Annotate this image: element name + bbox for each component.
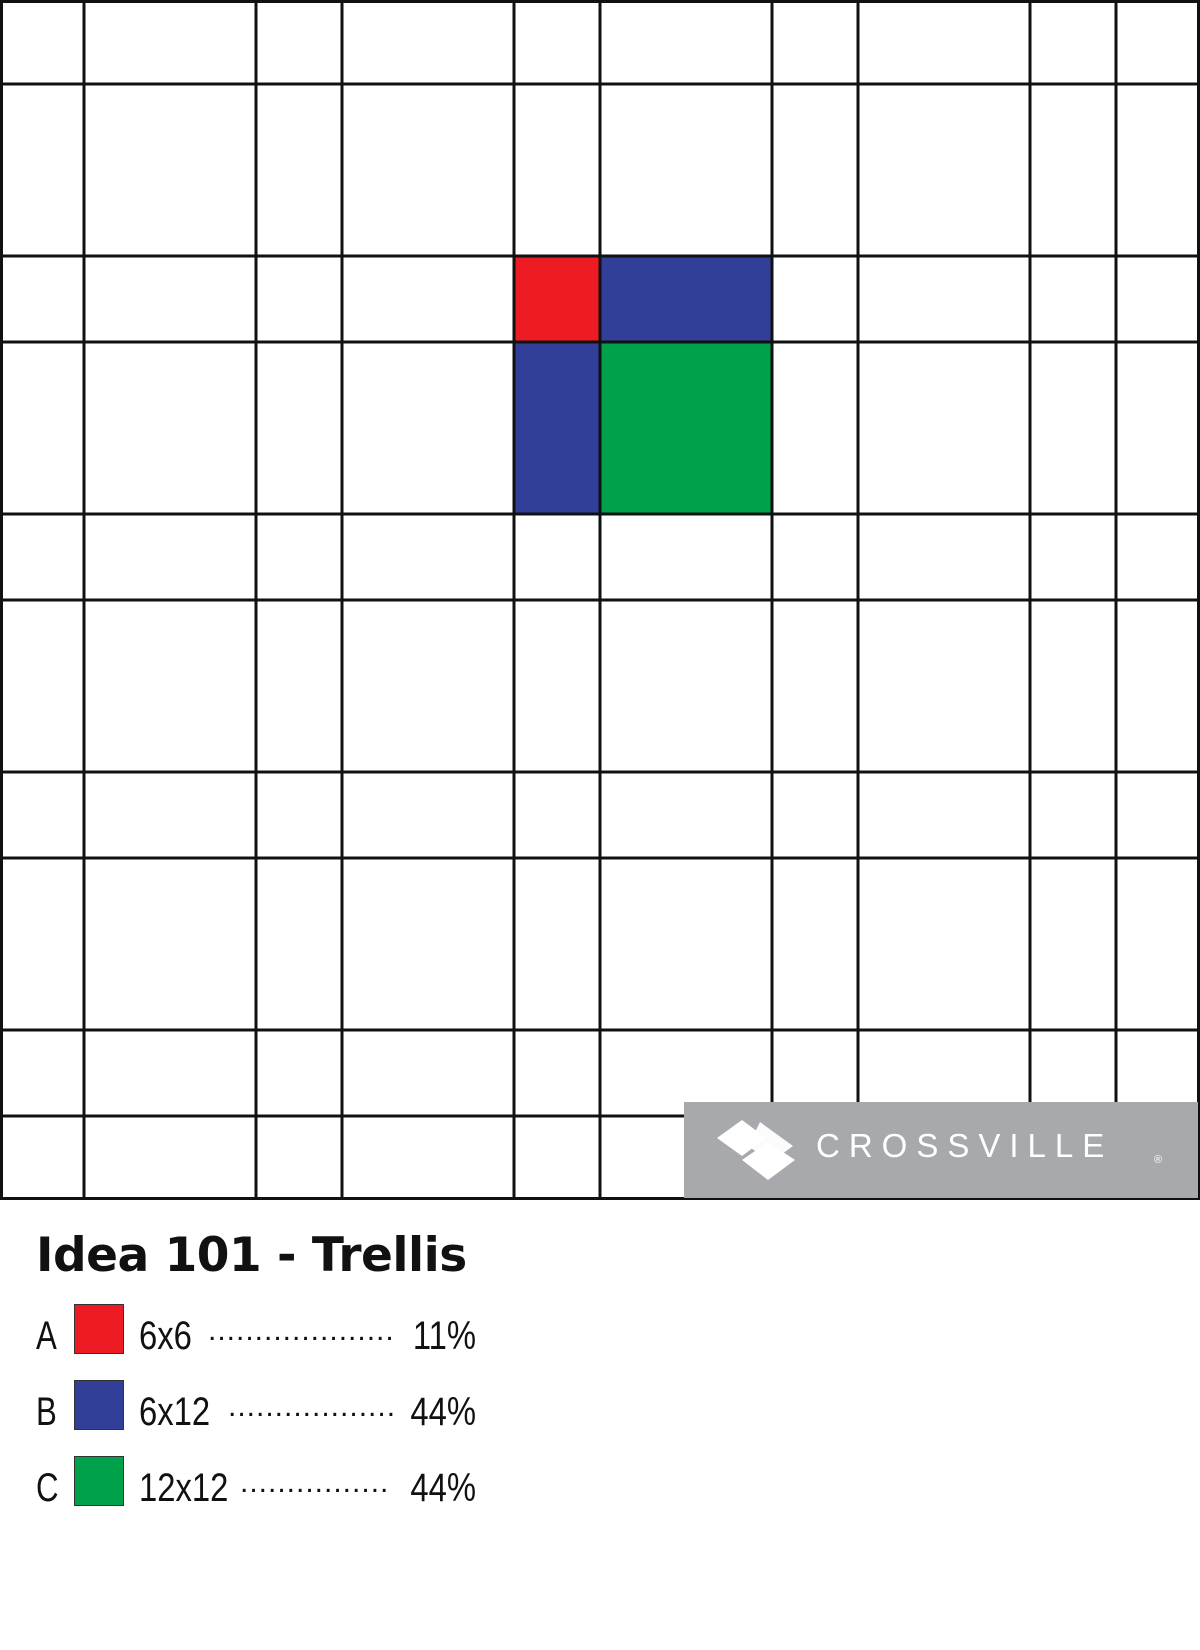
leader-dots: .................. [228, 1390, 397, 1423]
logo-wordmark: CROSSVILLE [816, 1127, 1113, 1164]
logo-registered-mark: ® [1154, 1154, 1162, 1166]
tile-b-6x12-horizontal [600, 256, 772, 342]
legend-letter: B [36, 1390, 57, 1434]
color-swatch-red [74, 1304, 124, 1354]
tile-size: 12x12 [139, 1466, 229, 1510]
tile-a-6x6 [514, 256, 600, 342]
tile-size: 6x12 [139, 1390, 211, 1434]
legend-letter: C [36, 1466, 59, 1510]
leader-dots: .................... [208, 1314, 395, 1347]
tile-pattern-diagram: CROSSVILLE ® [0, 0, 1200, 1200]
tile-b-6x12-vertical [514, 342, 600, 514]
pattern-border [0, 0, 1200, 1200]
coverage-percent: 44% [410, 1466, 476, 1510]
legend-row-c: C 12x12 ................ 44% [36, 1452, 516, 1528]
coverage-percent: 11% [412, 1314, 476, 1358]
tile-c-12x12 [600, 342, 772, 514]
legend-row-a: A 6x6 .................... 11% [36, 1300, 516, 1376]
legend-row-b: B 6x12 .................. 44% [36, 1376, 516, 1452]
tile-size: 6x6 [139, 1314, 192, 1358]
color-swatch-blue [74, 1380, 124, 1430]
color-swatch-green [74, 1456, 124, 1506]
leader-dots: ................ [240, 1466, 390, 1499]
pattern-title: Idea 101 - Trellis [36, 1228, 467, 1283]
grouting-grid-lines [0, 0, 1200, 1200]
legend-letter: A [36, 1314, 57, 1358]
tile-legend: A 6x6 .................... 11% B 6x12 ..… [36, 1300, 516, 1528]
coverage-percent: 44% [410, 1390, 476, 1434]
crossville-diamond-logo-icon [717, 1120, 795, 1180]
crossville-logo: CROSSVILLE ® [684, 1102, 1198, 1198]
